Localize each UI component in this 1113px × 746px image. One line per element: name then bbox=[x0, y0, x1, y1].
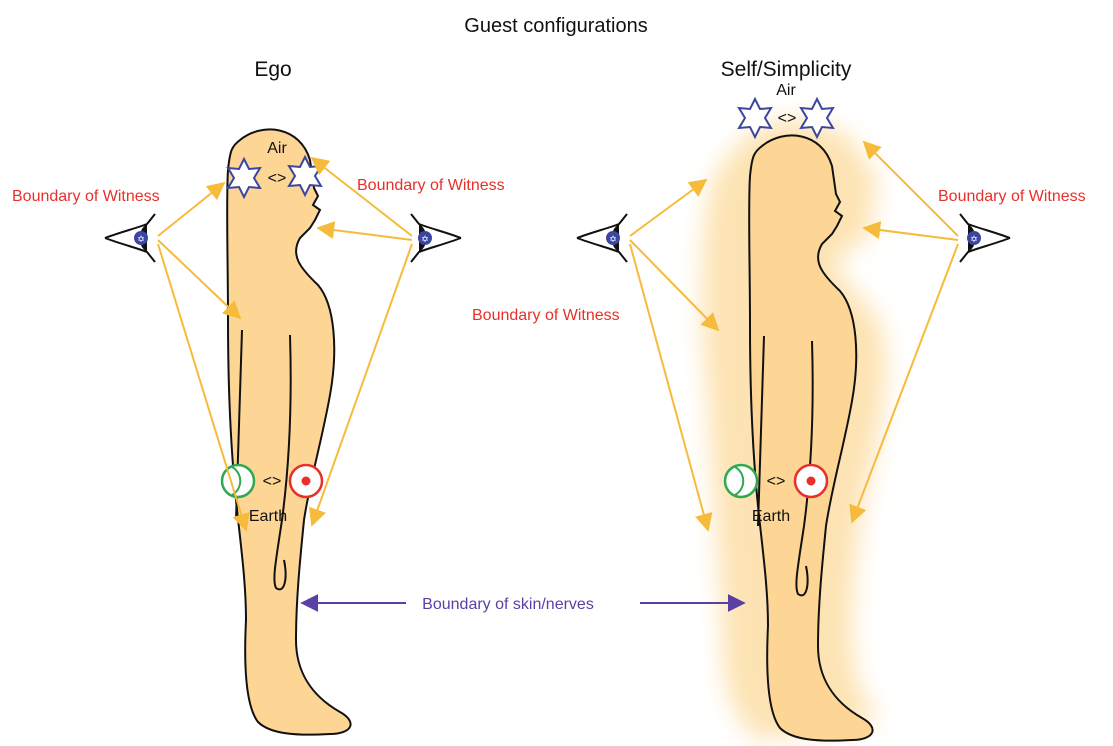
diagram-title: Guest configurations bbox=[464, 15, 647, 37]
ego-heading: Ego bbox=[254, 58, 291, 81]
self-heading: Self/Simplicity bbox=[721, 58, 852, 81]
self-air-label: Air bbox=[776, 82, 796, 99]
ego-air-label: Air bbox=[267, 140, 287, 157]
self-air-exchange: <> bbox=[778, 110, 797, 127]
ego-left-eye-icon: ✡ bbox=[105, 214, 155, 262]
self-green-circle-icon bbox=[725, 465, 757, 497]
self-earth-label: Earth bbox=[752, 508, 790, 525]
ego-figure: Ego Air <> <> Earth Boundary of Witness … bbox=[12, 58, 505, 735]
svg-text:✡: ✡ bbox=[137, 234, 145, 244]
ego-boundary-left-label: Boundary of Witness bbox=[12, 188, 160, 205]
ego-red-target-icon bbox=[290, 465, 322, 497]
ego-air-exchange: <> bbox=[268, 170, 287, 187]
self-figure: Self/Simplicity Air <> <> Earth Boundary… bbox=[472, 58, 1086, 741]
svg-text:✡: ✡ bbox=[970, 234, 978, 244]
ego-boundary-right-label: Boundary of Witness bbox=[357, 177, 505, 194]
self-earth-exchange: <> bbox=[767, 473, 786, 490]
self-left-eye-icon: ✡ bbox=[577, 214, 627, 262]
skin-boundary-indicator: Boundary of skin/nerves bbox=[302, 596, 744, 613]
ego-right-eye-icon: ✡ bbox=[411, 214, 461, 262]
svg-text:✡: ✡ bbox=[421, 234, 429, 244]
svg-text:✡: ✡ bbox=[609, 234, 617, 244]
self-boundary-right-label: Boundary of Witness bbox=[938, 188, 1086, 205]
self-red-target-icon bbox=[795, 465, 827, 497]
skin-boundary-label: Boundary of skin/nerves bbox=[422, 596, 594, 613]
ego-earth-label: Earth bbox=[249, 508, 287, 525]
self-boundary-left-label: Boundary of Witness bbox=[472, 307, 620, 324]
ego-earth-exchange: <> bbox=[263, 473, 282, 490]
self-right-eye-icon: ✡ bbox=[960, 214, 1010, 262]
